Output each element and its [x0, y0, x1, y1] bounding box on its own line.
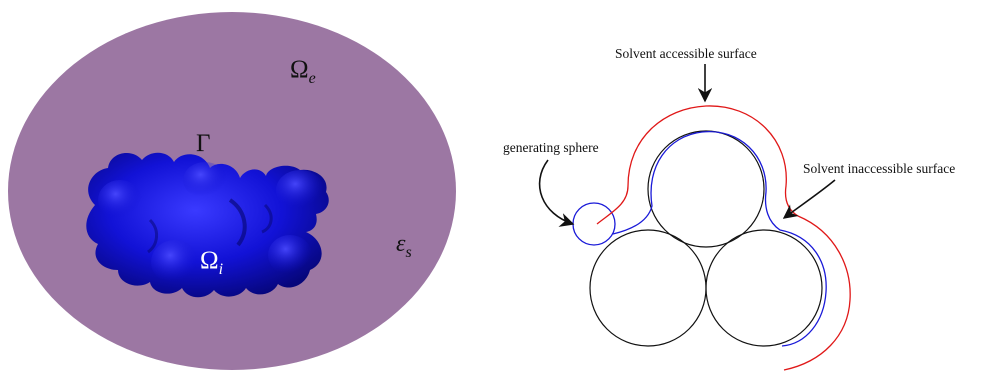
inaccessible-surface-label: Solvent inaccessible surface: [803, 161, 955, 176]
inaccessible-surface-curve: [612, 131, 827, 347]
left-panel: Ωe Γ Ωi εs: [8, 12, 456, 370]
generating-sphere: [572, 202, 616, 246]
atom-circle-right: [705, 229, 823, 347]
right-panel: Solvent accessible surface Solvent inacc…: [503, 46, 955, 371]
accessible-surface-curve: [596, 105, 851, 371]
epsilon-s-label: εs: [396, 231, 412, 261]
omega-i-label: Ωi: [200, 247, 223, 278]
generating-sphere-label: generating sphere: [503, 140, 599, 155]
molecule-surface: [86, 152, 329, 298]
accessible-surface-label: Solvent accessible surface: [615, 46, 757, 61]
omega-e-label: Ωe: [290, 56, 316, 87]
atom-circle-left: [589, 229, 707, 347]
atom-circle-top: [647, 130, 765, 248]
inaccessible-arrow: [782, 179, 836, 219]
generating-sphere-arrow: [538, 159, 575, 227]
gamma-label: Γ: [196, 130, 210, 157]
